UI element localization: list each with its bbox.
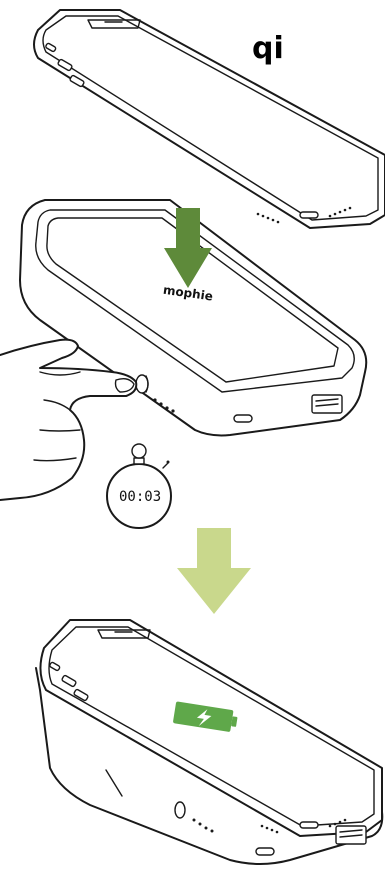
lightning-port-icon	[299, 211, 319, 219]
speaker-dots-right	[328, 206, 352, 218]
phone-on-pad	[35, 619, 384, 865]
finger-press-icon	[0, 338, 138, 501]
speaker-dots-left	[256, 212, 280, 224]
power-button-icon	[135, 374, 149, 394]
speaker-dots-right	[328, 818, 347, 828]
charging-battery-icon	[173, 701, 238, 732]
qi-logo-icon: qi	[252, 31, 284, 66]
led-indicator-dots	[192, 818, 214, 833]
micro-usb-port-icon	[255, 847, 275, 856]
timer-readout: 00:03	[119, 489, 161, 505]
arrow-down-icon	[164, 208, 212, 288]
speaker-dots-left	[260, 824, 279, 834]
charging-pad	[19, 199, 368, 437]
micro-usb-port-icon	[233, 414, 253, 423]
arrow-down-icon-large	[177, 528, 251, 614]
lightning-port-icon	[299, 821, 319, 829]
power-button-icon	[174, 801, 186, 819]
phone-top	[33, 9, 385, 229]
led-indicator-dots	[153, 398, 175, 413]
stopwatch-icon	[106, 443, 172, 529]
brand-logo: mophie	[162, 283, 214, 304]
